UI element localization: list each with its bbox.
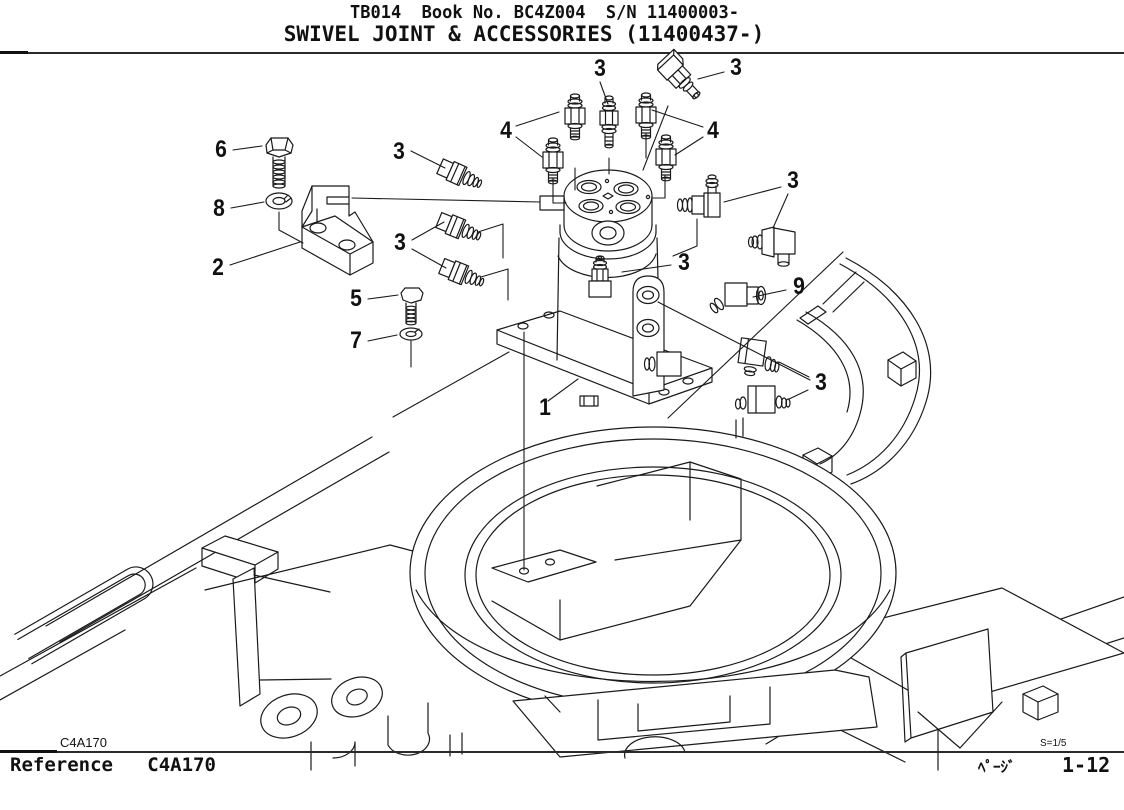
callout-6: 6 <box>215 136 227 164</box>
bolt-6 <box>265 137 294 189</box>
curved-guard <box>796 257 932 485</box>
callout-2: 2 <box>212 254 224 282</box>
callout-3: 3 <box>730 54 742 82</box>
swivel-ports <box>576 178 651 215</box>
leader-lines <box>229 71 844 571</box>
fittings-right <box>676 174 796 414</box>
scale-note: S=1/5 <box>1040 738 1067 749</box>
fitting-top-right <box>654 48 710 105</box>
fitting-elbow-mid <box>737 337 780 377</box>
washer-7 <box>399 327 423 341</box>
fitting-front <box>588 255 612 298</box>
book-title: TB014 Book No. BC4Z004 S/N 11400003- <box>350 2 739 24</box>
fitting-tee <box>709 282 767 314</box>
callout-3: 3 <box>594 55 606 83</box>
bolt-5 <box>400 287 424 326</box>
header-rule <box>0 52 1124 54</box>
footer-rule <box>0 751 1124 753</box>
fitting-barb <box>676 174 721 218</box>
callout-8: 8 <box>213 195 225 223</box>
bracket-2 <box>301 185 374 276</box>
fittings-left <box>434 156 488 293</box>
figure-code: C4A170 <box>60 735 107 750</box>
fittings-top <box>542 48 710 185</box>
callout-9: 9 <box>793 273 805 301</box>
swing-bearing-ring <box>409 417 897 759</box>
track-frame-left <box>0 436 471 771</box>
callout-3: 3 <box>787 167 799 195</box>
callout-7: 7 <box>350 327 362 355</box>
track-frame-right <box>764 535 1124 771</box>
footer-rule-tick <box>0 750 57 753</box>
callout-3: 3 <box>678 249 690 277</box>
callout-3: 3 <box>815 369 827 397</box>
reference-label: Reference <box>10 754 113 776</box>
callout-3: 3 <box>393 138 405 166</box>
callout-4: 4 <box>707 117 719 145</box>
fitting-top-center <box>599 95 619 149</box>
reference-line: Reference C4A170 <box>10 754 216 776</box>
callout-3: 3 <box>394 229 406 257</box>
swivel-joint <box>496 169 713 407</box>
callout-5: 5 <box>350 285 362 313</box>
fitting-elbow-lower <box>734 385 791 414</box>
fitting-elbow-upper <box>747 226 796 267</box>
page-number: 1-12 <box>1062 753 1111 777</box>
header-rule-tick <box>0 51 28 54</box>
page-title: SWIVEL JOINT & ACCESSORIES (11400437-) <box>283 22 765 46</box>
reference-spacer <box>113 754 147 776</box>
reference-value: C4A170 <box>147 754 216 776</box>
hardware-left <box>265 137 424 341</box>
page-word: ﾍﾟｰｼﾞ <box>978 758 1016 776</box>
callout-1: 1 <box>539 394 551 422</box>
washer-8 <box>265 192 293 210</box>
callout-4: 4 <box>500 117 512 145</box>
